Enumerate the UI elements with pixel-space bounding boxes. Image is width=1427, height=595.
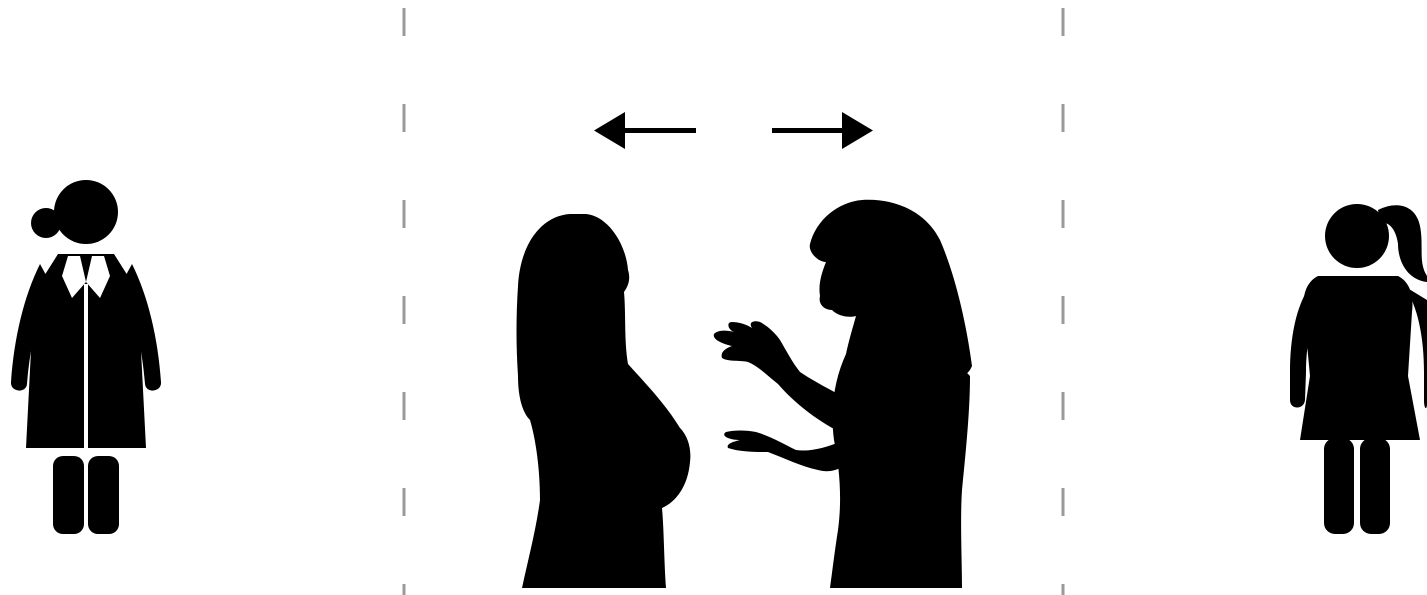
woman-arms-crossed-silhouette xyxy=(517,214,691,588)
arrow-right-icon xyxy=(772,112,873,149)
arrow-left-icon xyxy=(594,112,696,149)
girl-ponytail-icon xyxy=(1290,204,1427,534)
doctor-woman-icon xyxy=(11,180,161,534)
woman-gesturing-silhouette xyxy=(714,200,972,588)
